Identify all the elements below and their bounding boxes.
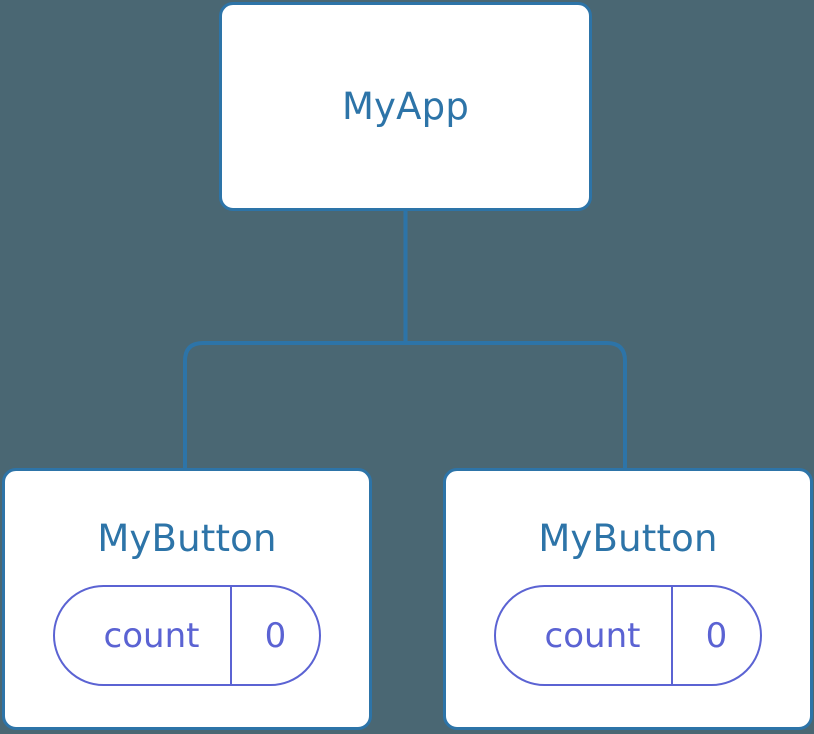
component-name-label: MyButton — [538, 517, 718, 560]
edge-root-to-child-0 — [183, 341, 406, 470]
state-value-label: 0 — [230, 587, 319, 684]
state-name-label: count — [103, 615, 200, 656]
component-node-root[interactable]: MyApp — [219, 2, 592, 211]
state-value-label: 0 — [671, 587, 760, 684]
edge-root-to-child-1 — [405, 341, 627, 470]
state-name-label: count — [544, 615, 641, 656]
component-node-child-1[interactable]: MyButton count 0 — [443, 468, 813, 730]
component-name-label: MyApp — [341, 85, 470, 128]
state-pill[interactable]: count 0 — [53, 585, 321, 686]
component-name-label: MyButton — [97, 517, 277, 560]
component-node-child-0[interactable]: MyButton count 0 — [2, 468, 372, 730]
state-pill[interactable]: count 0 — [494, 585, 762, 686]
